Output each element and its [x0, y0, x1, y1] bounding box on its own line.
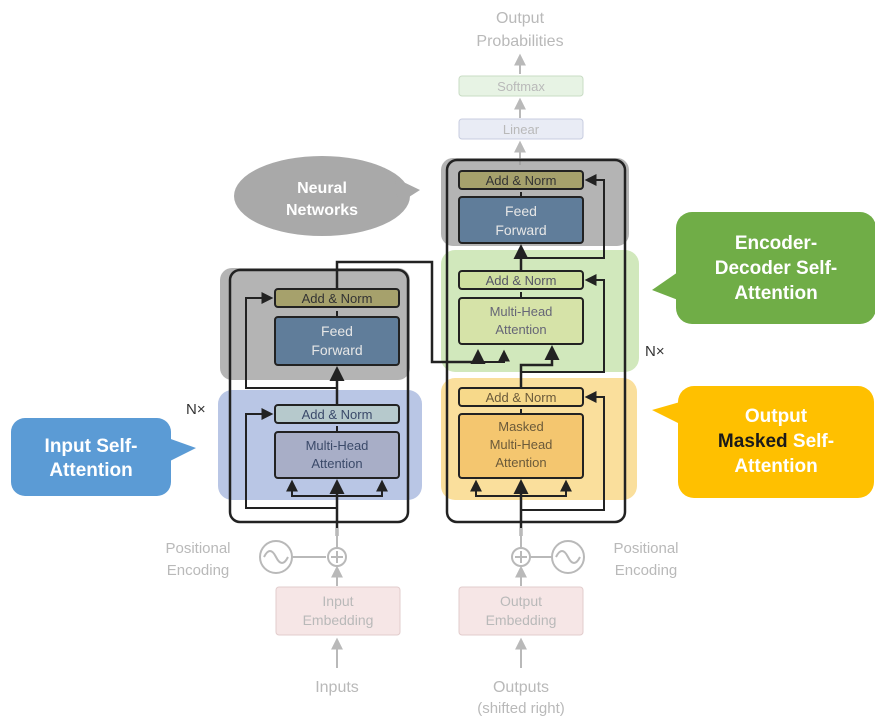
neural-networks-callout: Neural Networks — [234, 156, 420, 236]
input-self-attention-text-2: Attention — [49, 460, 132, 481]
decoder-masked-mha-label-1: Masked — [498, 419, 544, 434]
encoder-feedforward-label-2: Forward — [311, 342, 362, 358]
decoder-addnorm-ff-label: Add & Norm — [486, 173, 557, 188]
softmax-label: Softmax — [497, 79, 545, 94]
output-probabilities-label-2: Probabilities — [476, 33, 563, 50]
input-self-attention-text-1: Input Self- — [45, 436, 138, 457]
softmax-box — [458, 75, 584, 97]
encoder-block — [228, 268, 410, 524]
encoder-decoder-text-3: Attention — [734, 283, 817, 304]
neural-networks-text-1: Neural — [297, 180, 347, 197]
neural-networks-text-2: Networks — [286, 202, 358, 219]
encoder-residual-ff — [245, 292, 337, 389]
input-embedding-label-1: Input — [322, 593, 353, 609]
linear-box — [458, 118, 584, 140]
decoder-arrow-masked-v — [521, 479, 572, 497]
decoder-block — [445, 158, 627, 524]
decoder-arrow-masked-k — [470, 479, 521, 497]
output-embedding-box — [458, 586, 584, 636]
masked-word: Masked — [718, 431, 788, 452]
outputs-label-1: Outputs — [493, 679, 549, 696]
encoder-residual-attn — [245, 408, 337, 509]
outputs-label-2: (shifted right) — [477, 700, 565, 717]
decoder-addnorm-ff-box — [458, 170, 584, 190]
encoder-addnorm-ff-label: Add & Norm — [302, 291, 373, 306]
decoder-residual-masked — [521, 391, 605, 511]
input-embedding-label-2: Embedding — [303, 612, 374, 628]
output-masked-text-1: Output — [745, 406, 808, 427]
encoder-decoder-text-1: Encoder- — [735, 233, 817, 254]
encoder-mha-label-2: Attention — [311, 456, 362, 471]
encoder-positional-label-1: Positional — [165, 540, 230, 557]
encoder-positional-label-2: Encoding — [167, 562, 230, 579]
output-probabilities-label-1: Output — [496, 10, 545, 27]
output-masked-text-3: Attention — [734, 456, 817, 477]
encoder-decoder-callout: Encoder- Decoder Self- Attention — [652, 212, 875, 324]
decoder-residual-ff — [521, 174, 605, 259]
decoder-ed-mha-label-1: Multi-Head — [490, 304, 553, 319]
decoder-feedforward-label-1: Feed — [505, 203, 537, 219]
decoder-positional-label-2: Encoding — [615, 562, 678, 579]
encoder-feedforward-label-1: Feed — [321, 323, 353, 339]
linear-label: Linear — [503, 122, 540, 137]
encoder-nx-label: N× — [186, 401, 206, 418]
decoder-positional-label-1: Positional — [613, 540, 678, 557]
encoder-mha-label-1: Multi-Head — [306, 438, 369, 453]
input-self-attention-callout: Input Self- Attention — [11, 418, 196, 496]
output-masked-callout: Output Masked Self- Attention — [652, 386, 874, 498]
decoder-addnorm-ed-label: Add & Norm — [486, 273, 557, 288]
decoder-masked-mha-label-2: Multi-Head — [490, 437, 553, 452]
encoder-output-to-decoder — [335, 260, 486, 364]
inputs-label: Inputs — [315, 679, 359, 696]
encoder-sine-icon — [263, 550, 289, 564]
decoder-residual-ed — [521, 274, 605, 373]
decoder-arrow-to-ed-attn — [519, 345, 560, 388]
encoder-addnorm-attn-label: Add & Norm — [302, 407, 373, 422]
decoder-ed-mha-label-2: Attention — [495, 322, 546, 337]
encoder-arrow-mha-v — [337, 479, 388, 497]
output-embedding-label-2: Embedding — [486, 612, 557, 628]
decoder-sine-icon — [555, 550, 581, 564]
self-word: Self- — [788, 431, 834, 452]
encoder-output-to-decoder-2 — [432, 349, 510, 363]
decoder-nx-label: N× — [645, 343, 665, 360]
encoder-arrow-mha-k — [286, 479, 337, 497]
output-masked-text-2: Masked Self- — [718, 431, 834, 452]
decoder-positional-wave-icon — [551, 540, 585, 574]
decoder-addnorm-masked-label: Add & Norm — [486, 390, 557, 405]
encoder-decoder-text-2: Decoder Self- — [715, 258, 837, 279]
input-embedding-box — [275, 586, 401, 636]
decoder-feedforward-label-2: Forward — [495, 222, 546, 238]
output-embedding-label-1: Output — [500, 593, 542, 609]
decoder-masked-mha-label-3: Attention — [495, 455, 546, 470]
